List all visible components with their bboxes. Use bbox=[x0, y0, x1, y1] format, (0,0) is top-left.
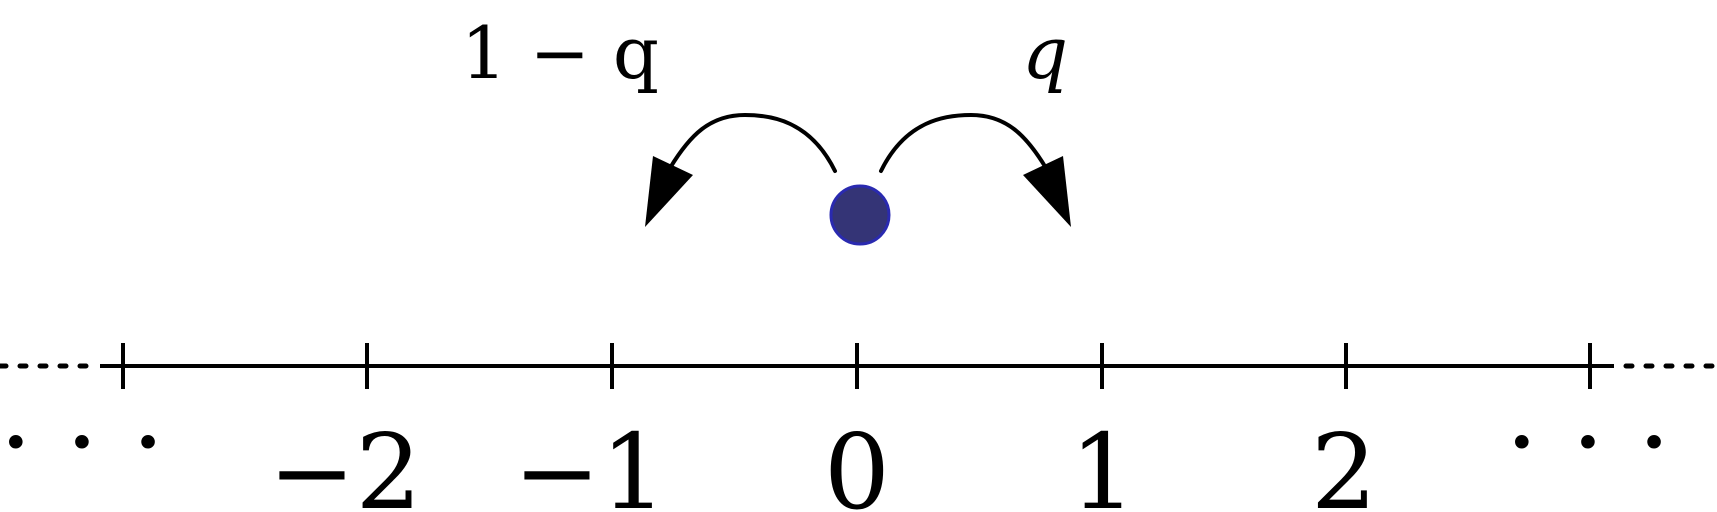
tick-label-2: 2 bbox=[1311, 411, 1377, 512]
tick-label-minus-2: −2 bbox=[268, 411, 421, 512]
tick-label-0: 0 bbox=[824, 411, 890, 512]
right-probability-label: q bbox=[1022, 11, 1068, 95]
tick-marks bbox=[121, 343, 1592, 389]
right-jump-arrow bbox=[879, 112, 1071, 227]
tick-label-1: 1 bbox=[1070, 411, 1136, 512]
particle bbox=[829, 184, 891, 246]
left-ellipsis: · · · bbox=[0, 381, 165, 503]
tick-label-minus-1: −1 bbox=[513, 411, 666, 512]
left-probability-label: 1 − q bbox=[461, 11, 659, 95]
right-ellipsis: · · · bbox=[1505, 381, 1670, 503]
left-jump-arrow bbox=[645, 112, 837, 227]
tick-labels: −2 −1 0 1 2 bbox=[268, 411, 1377, 512]
